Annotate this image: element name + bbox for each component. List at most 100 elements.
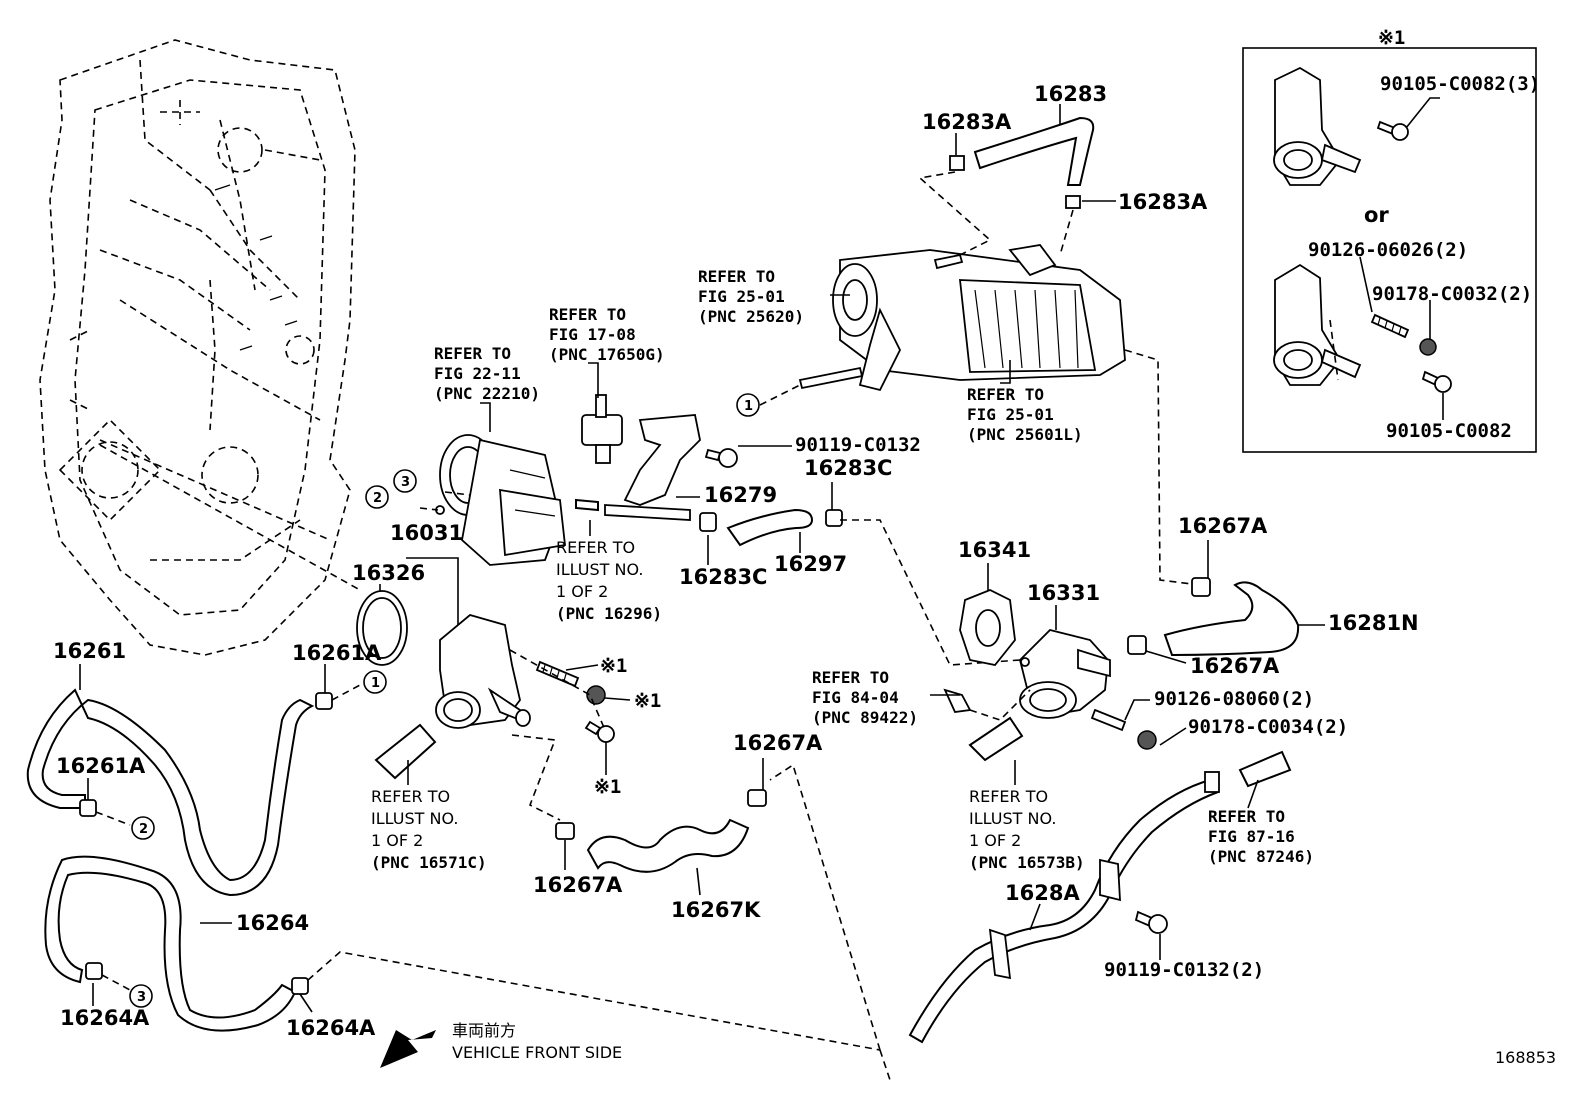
callout-90119-C0132-2: 90119-C0132(2)	[1104, 959, 1264, 981]
ref-fig84-04: REFER TO FIG 84-04 (PNC 89422)	[812, 668, 918, 727]
svg-text:REFER TO: REFER TO	[969, 787, 1048, 806]
clip-16261A-upper	[315, 692, 333, 710]
svg-text:FIG 84-04: FIG 84-04	[812, 688, 899, 707]
svg-text:(PNC 16571C): (PNC 16571C)	[371, 853, 487, 872]
hose-stub-16571C	[374, 723, 437, 780]
gasket-16326	[356, 590, 408, 666]
inset-label-90105-C0082-3: 90105-C0082(3)	[1380, 73, 1540, 95]
callout-16264A-right: 16264A	[286, 1016, 376, 1040]
throttle-body	[435, 434, 566, 566]
circle-1-egr: 1	[736, 393, 760, 417]
small-hose-16296	[575, 498, 599, 512]
callout-16261A-upper: 16261A	[292, 641, 382, 665]
direction-jp: 車両前方	[452, 1021, 516, 1040]
svg-text:REFER TO: REFER TO	[434, 344, 511, 363]
svg-text:(PNC 16296): (PNC 16296)	[556, 604, 662, 623]
svg-text:(PNC 17650G): (PNC 17650G)	[549, 345, 665, 364]
svg-text:FIG 17-08: FIG 17-08	[549, 325, 636, 344]
svg-text:REFER TO: REFER TO	[556, 538, 635, 557]
hose-16261	[26, 688, 315, 897]
egr-cooler-assembly	[798, 244, 1126, 392]
callout-16031: 16031	[390, 521, 463, 545]
circle-2-throttle: 2	[365, 485, 389, 509]
direction-en: VEHICLE FRONT SIDE	[452, 1043, 622, 1062]
callout-16283C-lower: 16283C	[679, 565, 767, 589]
callout-16283C-upper: 16283C	[804, 456, 892, 480]
svg-text:(PNC 25601L): (PNC 25601L)	[967, 425, 1083, 444]
svg-text:1 OF 2: 1 OF 2	[969, 831, 1021, 850]
ref-fig17-08: REFER TO FIG 17-08 (PNC 17650G)	[549, 305, 665, 364]
callout-16267A-right-top: 16267A	[1178, 514, 1268, 538]
water-outlet-16031	[435, 614, 561, 821]
callout-16326: 16326	[352, 561, 425, 585]
figure-id: 168853	[1495, 1048, 1556, 1067]
vsv-solenoid	[581, 394, 623, 464]
callout-star1-c: ※1	[594, 776, 621, 798]
svg-text:2: 2	[373, 491, 382, 506]
clip-16267A-right-top	[1191, 577, 1211, 597]
ref-fig87-16: REFER TO FIG 87-16 (PNC 87246)	[1208, 807, 1314, 866]
svg-text:(PNC 22210): (PNC 22210)	[434, 384, 540, 403]
timing-cover-outline	[39, 39, 361, 656]
callout-16264: 16264	[236, 911, 309, 935]
clip-16267A-right-mid	[1127, 635, 1147, 655]
callout-16331: 16331	[1027, 581, 1100, 605]
svg-text:ILLUST NO.: ILLUST NO.	[969, 809, 1056, 828]
callout-16281N: 16281N	[1328, 611, 1419, 635]
hose-16267K	[586, 818, 750, 873]
callout-16264A-left: 16264A	[60, 1006, 150, 1030]
callout-star1-b: ※1	[634, 690, 661, 712]
ref-illust-16573B: REFER TO ILLUST NO. 1 OF 2 (PNC 16573B)	[969, 787, 1085, 872]
callout-16297: 16297	[774, 552, 847, 576]
bracket-16279	[604, 414, 701, 521]
circle-1-hose: 1	[363, 670, 387, 694]
inset-label-90178-C0032-2: 90178-C0032(2)	[1372, 283, 1532, 305]
clip-16283A-top	[949, 155, 965, 171]
leader-lines	[79, 104, 1325, 1013]
pipe-1628A	[908, 778, 1220, 1044]
bolt-90119-C0132	[704, 448, 738, 468]
inset-label-90105-C0082: 90105-C0082	[1386, 420, 1512, 442]
callout-90178-C0034-2: 90178-C0034(2)	[1188, 716, 1348, 738]
clip-16283C-upper	[825, 509, 843, 527]
hose-16264	[44, 855, 297, 1032]
svg-text:REFER TO: REFER TO	[698, 267, 775, 286]
callout-16283: 16283	[1034, 82, 1107, 106]
ref-illust-16296: REFER TO ILLUST NO. 1 OF 2 (PNC 16296)	[556, 538, 662, 623]
hose-16281N	[1163, 581, 1300, 657]
circle-2-hose: 2	[131, 816, 155, 840]
svg-text:1: 1	[744, 399, 753, 414]
svg-text:ILLUST NO.: ILLUST NO.	[371, 809, 458, 828]
inset-or: or	[1364, 203, 1389, 227]
svg-text:3: 3	[401, 475, 410, 490]
callout-16261A-lower: 16261A	[56, 754, 146, 778]
callout-16261: 16261	[53, 639, 126, 663]
svg-text:(PNC 25620): (PNC 25620)	[698, 307, 804, 326]
ref-illust-16571C: REFER TO ILLUST NO. 1 OF 2 (PNC 16571C)	[371, 787, 487, 872]
clip-16267A-mid	[747, 789, 767, 807]
clip-16261A-lower	[79, 799, 97, 817]
ref-fig25-01-pnc25601L: REFER TO FIG 25-01 (PNC 25601L)	[967, 385, 1083, 444]
callout-16267K: 16267K	[671, 898, 761, 922]
hose-16297	[726, 508, 814, 547]
callout-1628A: 1628A	[1005, 881, 1080, 905]
svg-text:1: 1	[371, 676, 380, 691]
pipe-bracket-lower	[988, 928, 1012, 980]
callout-16267A-mid: 16267A	[733, 731, 823, 755]
stud-90126-08060	[1090, 708, 1157, 750]
callout-16279: 16279	[704, 483, 777, 507]
clip-16264A-right	[291, 977, 309, 995]
stud-nut-star1	[509, 649, 615, 743]
front-arrow-icon	[380, 1030, 436, 1068]
bolt-90119-C0132-2	[1134, 910, 1168, 934]
clip-16264A-left	[85, 962, 103, 980]
svg-text:ILLUST NO.: ILLUST NO.	[556, 560, 643, 579]
clip-16283C-lower	[699, 512, 717, 532]
svg-text:(PNC 89422): (PNC 89422)	[812, 708, 918, 727]
ref-fig25-01-pnc25620: REFER TO FIG 25-01 (PNC 25620)	[698, 267, 804, 326]
svg-text:1 OF 2: 1 OF 2	[556, 582, 608, 601]
clip-16283A-right	[1065, 195, 1081, 209]
callout-16283A-right: 16283A	[1118, 190, 1208, 214]
hose-stub-16573B	[968, 716, 1024, 762]
